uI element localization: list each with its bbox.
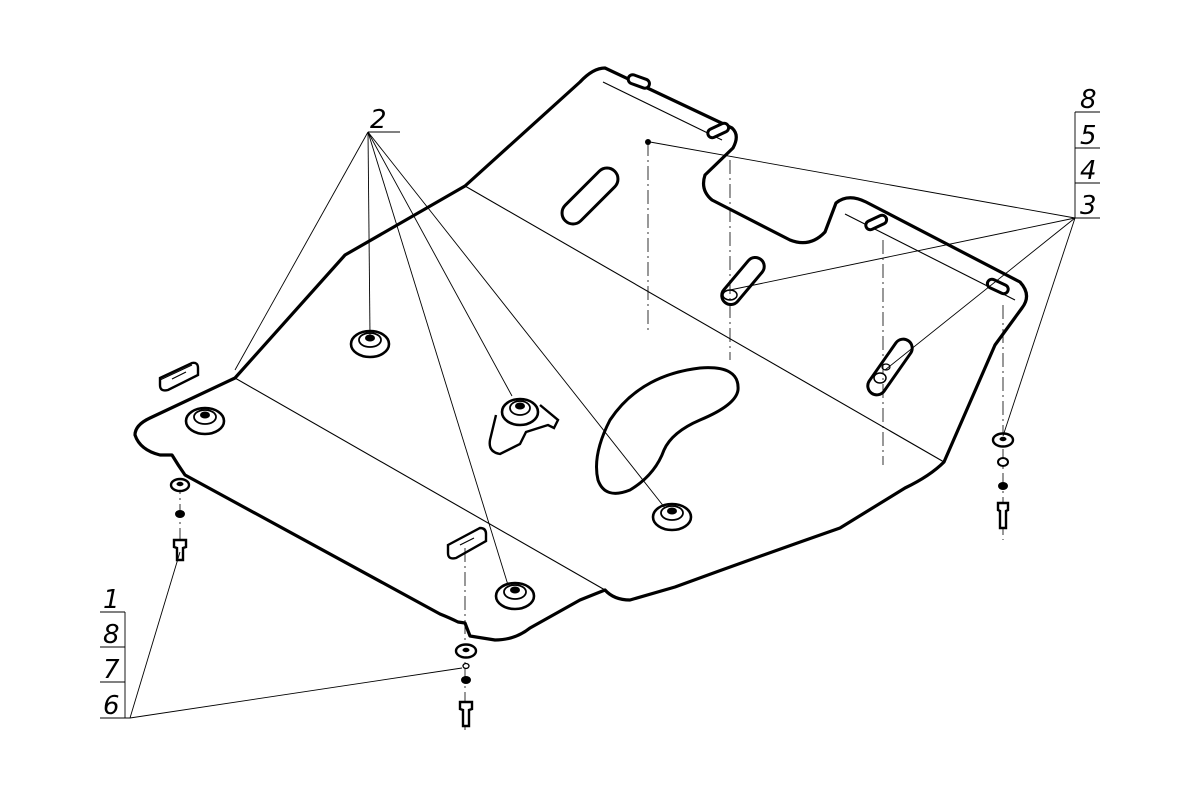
leaders-callout-2 [234, 131, 666, 586]
flange-slot-right-b [985, 277, 1010, 296]
nut-3-bracket [488, 397, 560, 456]
leaders-callout-right [649, 141, 1076, 437]
bend-line-rear-left [602, 81, 723, 141]
callout-right-4: 3 [1080, 191, 1097, 221]
spacer-plate-left [158, 361, 200, 392]
fastener-stack-right [991, 432, 1015, 530]
spacer-plate-front [446, 526, 488, 560]
fastener-stack-front [454, 643, 478, 728]
leaders-callout-left [129, 551, 463, 719]
callout-left-2: 8 [103, 620, 120, 650]
bend-line-top [464, 185, 945, 463]
callout-stack-left: 1 8 7 6 [100, 585, 130, 721]
oblong-slot [560, 166, 620, 226]
bend-line-front [234, 377, 606, 591]
nut-4 [651, 502, 693, 532]
callout-left-3: 7 [103, 655, 120, 685]
callout-stack-right: 8 5 4 3 [1074, 85, 1100, 221]
skid-plate-outline [133, 66, 1029, 642]
flange-slot-right-a [864, 213, 889, 232]
nut-2 [184, 406, 226, 436]
callout-right-2: 5 [1080, 121, 1097, 151]
flange-slot-mid [706, 121, 731, 140]
nut-5 [494, 581, 536, 611]
callout-left-1: 1 [103, 585, 120, 615]
callout-left-4: 6 [103, 691, 120, 721]
access-opening [595, 366, 740, 495]
fastener-stack-left [169, 477, 191, 562]
nut-1 [349, 329, 391, 359]
flange-slot-left [626, 73, 651, 90]
callout-right-1: 8 [1080, 85, 1097, 115]
callout-2: 2 [370, 105, 387, 135]
callout-right-3: 4 [1080, 156, 1097, 186]
